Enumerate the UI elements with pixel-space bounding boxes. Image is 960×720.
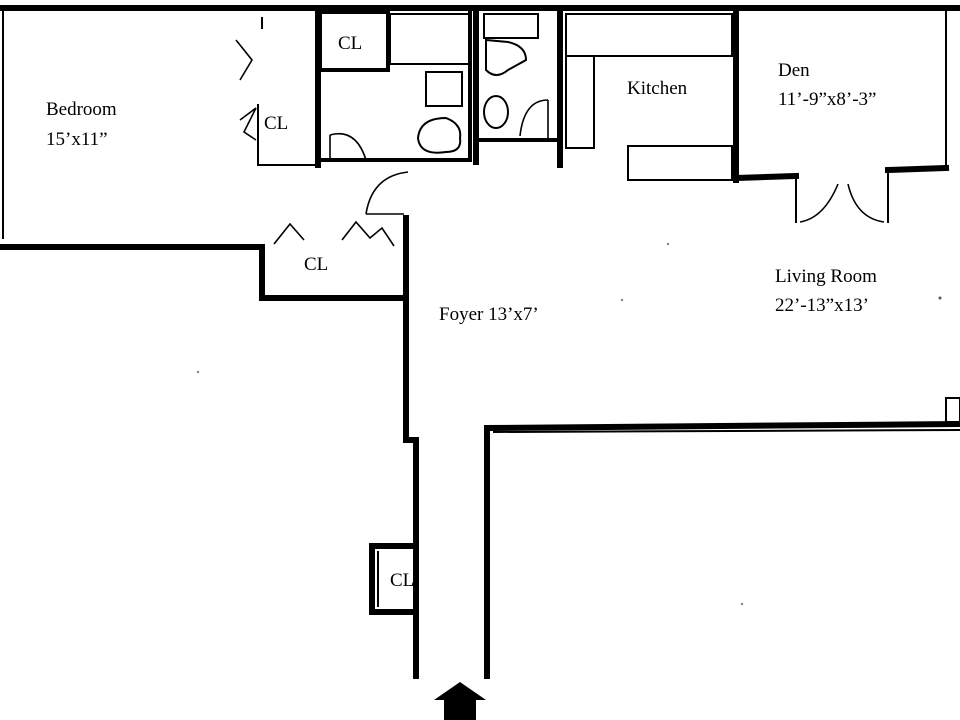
entry-closet-label: CL — [390, 570, 415, 591]
bedroom-dimensions: 15’x11” — [46, 129, 108, 150]
den-door-arc-right — [847, 183, 885, 223]
den-wall-bottom-left — [732, 172, 800, 182]
bath1-door-arc — [329, 133, 367, 161]
kitchen-counter-bottom — [627, 145, 733, 181]
drawing-speck — [621, 299, 623, 301]
bath1-walls — [320, 10, 472, 162]
top-closet-label: CL — [338, 33, 363, 54]
bedroom-closet-door-upper — [235, 39, 253, 81]
den-wall-bottom-right — [884, 164, 950, 174]
entry-closet-walls — [369, 543, 419, 615]
entrance-arrow-icon — [434, 682, 486, 720]
bedroom-name: Bedroom — [46, 99, 117, 120]
bath2-sink — [483, 95, 509, 129]
living-corner-post — [945, 397, 960, 423]
drawing-speck — [197, 371, 199, 373]
bath2-door-arc — [519, 99, 549, 137]
top-closet-shelf — [389, 13, 471, 65]
foyer-label: Foyer 13’x7’ — [438, 304, 540, 326]
bath1-tub-fixture — [416, 116, 462, 154]
bath2-tank — [483, 13, 539, 39]
living-room-name: Living Room — [774, 266, 878, 288]
drawing-speck — [938, 296, 942, 300]
den-name: Den — [778, 60, 810, 81]
kitchen-name: Kitchen — [626, 78, 689, 100]
bath1-sink — [425, 71, 463, 107]
top-closet-box — [318, 10, 390, 72]
den-door-arc-left — [799, 183, 839, 223]
den-dimensions: 11’-9”x8’-3” — [778, 89, 877, 110]
corridor-wall-right-and-living-bottom — [484, 420, 960, 679]
hall-closet-door-right — [341, 220, 395, 247]
drawing-speck — [667, 243, 669, 245]
bath2-toilet — [485, 38, 528, 76]
foyer-door-arc — [365, 171, 409, 215]
hall-closet-label: CL — [304, 254, 329, 275]
bedroom-closet-label: CL — [264, 113, 289, 134]
hall-closet-door-left — [273, 222, 305, 245]
corridor-wall-left — [403, 215, 419, 679]
drawing-speck — [741, 603, 743, 605]
living-wall-inner — [492, 428, 960, 434]
bedroom-closet-door-lower — [239, 107, 257, 141]
kitchen-counter-left — [565, 55, 595, 149]
hall-closet-walls — [259, 244, 407, 301]
kitchen-counter-top — [565, 13, 733, 57]
living-room-dimensions: 22’-13”x13’ — [774, 295, 870, 317]
